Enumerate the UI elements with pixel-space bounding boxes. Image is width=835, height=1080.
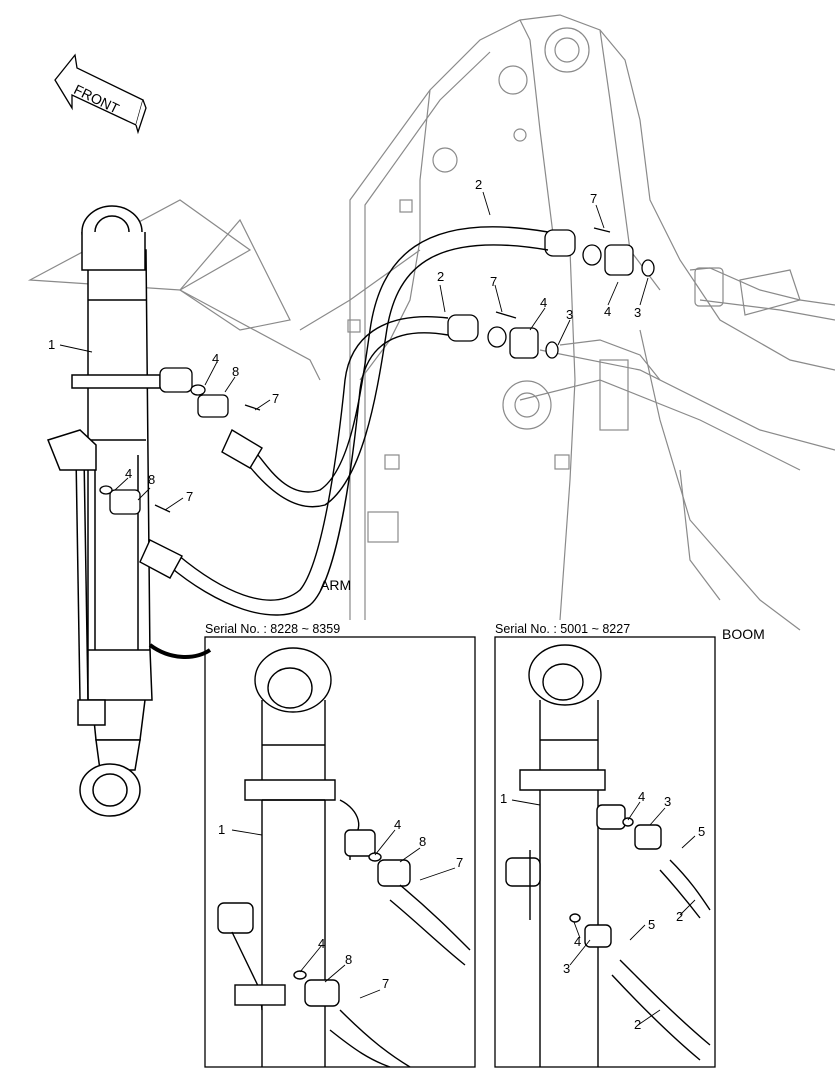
inset-left-callout-1: 1 — [218, 822, 226, 837]
front-direction-arrow — [54, 53, 147, 135]
inset-left-callout-4: 4 — [318, 936, 326, 951]
callout-2: 2 — [437, 269, 445, 284]
callout-7: 7 — [186, 489, 194, 504]
inset-right-callout-5: 5 — [698, 824, 706, 839]
inset-right-frame — [494, 636, 716, 1068]
inset-right-callout-2: 2 — [634, 1017, 642, 1032]
inset-left-callout-7: 7 — [456, 855, 464, 870]
callout-2: 2 — [475, 177, 483, 192]
callout-8: 8 — [232, 364, 240, 379]
inset-left-caption: Serial No. : 8228 ~ 8359 — [205, 622, 341, 636]
callout-7: 7 — [272, 391, 280, 406]
inset-left-cylinder — [217, 647, 471, 1068]
arm-label: ARM — [320, 577, 352, 593]
callout-leaders — [59, 191, 696, 1026]
callout-7: 7 — [490, 274, 498, 289]
inset-left-callout-8: 8 — [419, 834, 427, 849]
callout-4: 4 — [212, 351, 220, 366]
callout-4: 4 — [540, 295, 548, 310]
callout-7: 7 — [590, 191, 598, 206]
callout-4: 4 — [125, 466, 133, 481]
callout-8: 8 — [148, 472, 156, 487]
arm-cylinder-main — [47, 205, 161, 817]
inset-pointer — [148, 643, 212, 659]
inset-left-callout-7: 7 — [382, 976, 390, 991]
inset-right-callout-5: 5 — [648, 917, 656, 932]
callout-1: 1 — [48, 337, 56, 352]
inset-right-callout-4: 4 — [638, 789, 646, 804]
callout-3: 3 — [566, 307, 574, 322]
inset-right-callout-3: 3 — [664, 794, 672, 809]
boom-label: BOOM — [722, 626, 765, 642]
boom-arm-structure — [27, 14, 835, 631]
inset-right-callout-1: 1 — [500, 791, 508, 806]
callout-4: 4 — [604, 304, 612, 319]
inset-right-cylinder — [505, 644, 711, 1067]
inset-left-frame — [204, 636, 476, 1068]
main-fittings — [99, 227, 655, 515]
inset-left-callout-4: 4 — [394, 817, 402, 832]
inset-right-caption: Serial No. : 5001 ~ 8227 — [495, 622, 631, 636]
inset-right-callout-3: 3 — [563, 961, 571, 976]
main-hoses — [139, 226, 549, 616]
callout-3: 3 — [634, 305, 642, 320]
inset-right-callout-4: 4 — [574, 934, 582, 949]
inset-left-callout-8: 8 — [345, 952, 353, 967]
inset-right-callout-2: 2 — [676, 909, 684, 924]
